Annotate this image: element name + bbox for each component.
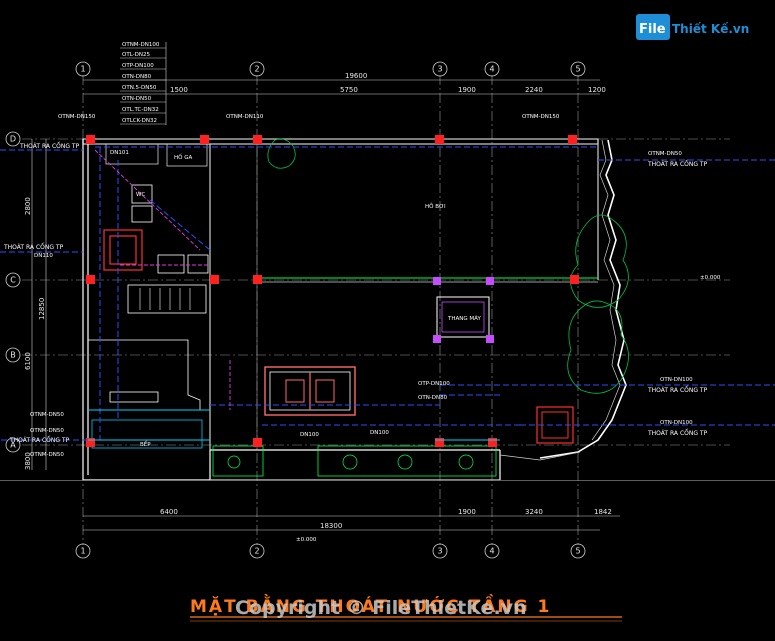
svg-text:OTP-DN100: OTP-DN100: [418, 381, 450, 387]
columns-magenta: [433, 277, 494, 343]
svg-text:THOÁT RA CỐNG TP: THOÁT RA CỐNG TP: [19, 142, 80, 150]
svg-text:18300: 18300: [320, 522, 342, 530]
trees: [267, 138, 629, 394]
svg-text:4: 4: [489, 65, 494, 74]
drain-pipes-magenta: [94, 149, 231, 410]
svg-text:THOÁT RA CỐNG TP: THOÁT RA CỐNG TP: [9, 436, 70, 444]
svg-text:THOÁT RA CỐNG TP: THOÁT RA CỐNG TP: [647, 429, 708, 437]
svg-text:OTNM-DN50: OTNM-DN50: [30, 428, 64, 434]
svg-text:OTNM-DN50: OTNM-DN50: [648, 151, 682, 157]
svg-text:B: B: [10, 351, 16, 360]
svg-text:OTNM-DN110: OTNM-DN110: [226, 114, 264, 120]
svg-text:5: 5: [575, 65, 580, 74]
svg-text:THANG MÁY: THANG MÁY: [447, 315, 481, 322]
svg-text:OTL.TC-DN32: OTL.TC-DN32: [122, 107, 159, 113]
svg-text:OTN-DN80: OTN-DN80: [418, 395, 448, 401]
svg-text:1200: 1200: [588, 86, 606, 94]
svg-text:1842: 1842: [594, 508, 612, 516]
columns: [86, 135, 579, 447]
svg-text:OTNM-DN150: OTNM-DN150: [522, 114, 560, 120]
svg-text:HỐ GA: HỐ GA: [174, 153, 192, 161]
pipe-labels: OTNM-DN150 OTNM-DN110 OTNM-DN150 THOÁT R…: [3, 114, 721, 543]
svg-text:DN100: DN100: [300, 432, 319, 438]
svg-text:BẾP: BẾP: [140, 440, 151, 448]
svg-text:3: 3: [437, 65, 442, 74]
curved-facade: [499, 139, 627, 461]
svg-text:5750: 5750: [340, 86, 358, 94]
svg-text:3800: 3800: [24, 452, 32, 470]
svg-text:2240: 2240: [525, 86, 543, 94]
svg-text:THOÁT RA CỐNG TP: THOÁT RA CỐNG TP: [647, 160, 708, 168]
site-logo: File Thiết Kế.vn: [636, 14, 749, 40]
elevator: THANG MÁY: [436, 296, 490, 338]
svg-text:±0.000: ±0.000: [700, 275, 721, 281]
svg-text:OTN.5-DN50: OTN.5-DN50: [122, 85, 157, 91]
svg-text:5: 5: [575, 547, 580, 556]
svg-text:THOÁT RA CỐNG TP: THOÁT RA CỐNG TP: [647, 386, 708, 394]
svg-text:OTP-DN100: OTP-DN100: [122, 63, 154, 69]
svg-text:1900: 1900: [458, 86, 476, 94]
svg-text:4: 4: [489, 547, 494, 556]
svg-text:OTN-DN80: OTN-DN80: [122, 74, 152, 80]
svg-text:OTNM-DN150: OTNM-DN150: [58, 114, 96, 120]
svg-text:File: File: [639, 22, 666, 37]
svg-text:Thiết Kế.vn: Thiết Kế.vn: [672, 22, 749, 36]
svg-text:THOÁT RA CỐNG TP: THOÁT RA CỐNG TP: [3, 243, 64, 251]
svg-text:OTN-DN50: OTN-DN50: [122, 96, 152, 102]
svg-text:19600: 19600: [345, 72, 367, 80]
svg-text:A: A: [10, 441, 16, 450]
svg-text:3: 3: [437, 547, 442, 556]
dimension-lines: [31, 79, 620, 531]
pool: [264, 366, 356, 416]
svg-text:12850: 12850: [38, 298, 46, 320]
svg-text:C: C: [10, 276, 16, 285]
svg-text:DN110: DN110: [34, 253, 53, 259]
left-rooms: [87, 143, 209, 449]
drain-pipes: [0, 146, 775, 441]
svg-text:2: 2: [254, 65, 259, 74]
drain-pipes-cyan: [88, 409, 500, 441]
svg-text:OTNM-DN100: OTNM-DN100: [122, 42, 160, 48]
svg-text:2800: 2800: [24, 197, 32, 215]
svg-text:6100: 6100: [24, 352, 32, 370]
svg-text:1900: 1900: [458, 508, 476, 516]
copyright-watermark: Copyright © FileThietKe.vn: [235, 597, 527, 619]
svg-text:1: 1: [80, 65, 85, 74]
svg-text:DN101: DN101: [110, 150, 129, 156]
svg-text:OTN-DN100: OTN-DN100: [660, 377, 693, 383]
svg-text:OTLCK-DN32: OTLCK-DN32: [122, 118, 157, 124]
svg-text:±0.000: ±0.000: [296, 537, 317, 543]
grid-bubbles-left: D C B A: [5, 131, 21, 453]
garden-strip: [212, 445, 497, 477]
svg-text:3240: 3240: [525, 508, 543, 516]
pipe-legend: OTNM-DN100 OTL-DN25 OTP-DN100 OTN-DN80 O…: [120, 42, 167, 125]
svg-text:WC: WC: [136, 192, 145, 198]
drawing-title: MẶT BẰNG THOÁT NƯỚC TẦNG 1: [190, 593, 551, 617]
grid-bubbles-bottom: 1 2 3 4 5: [75, 543, 586, 559]
viewport-frame: [0, 480, 775, 481]
svg-text:2: 2: [254, 547, 259, 556]
svg-text:OTL-DN25: OTL-DN25: [122, 52, 150, 58]
svg-text:D: D: [10, 135, 16, 144]
svg-text:OTNM-DN50: OTNM-DN50: [30, 452, 64, 458]
svg-text:6400: 6400: [160, 508, 178, 516]
dimension-texts: 19600 1500 5750 1900 2240 1200 6400 1900…: [24, 72, 612, 530]
grid-bubbles-top: 1 2 3 4 5: [75, 61, 586, 77]
svg-text:1: 1: [80, 547, 85, 556]
svg-text:HỒ BƠI: HỒ BƠI: [425, 201, 446, 210]
svg-text:1500: 1500: [170, 86, 188, 94]
svg-text:DN100: DN100: [370, 430, 389, 436]
svg-text:OTN-DN100: OTN-DN100: [660, 420, 693, 426]
svg-text:OTNM-DN50: OTNM-DN50: [30, 412, 64, 418]
